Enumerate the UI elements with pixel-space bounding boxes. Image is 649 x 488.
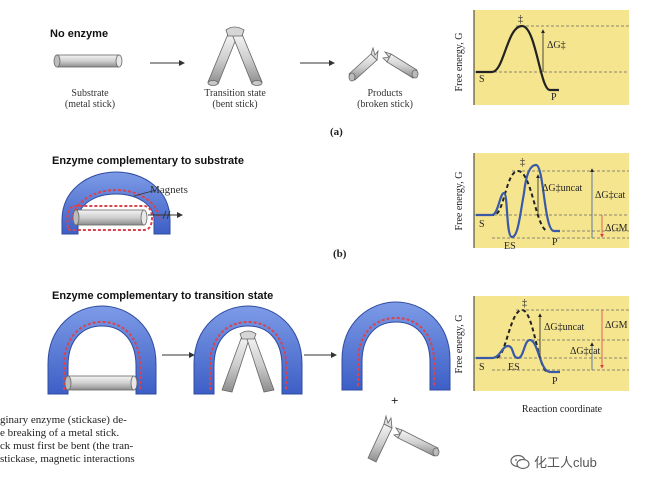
graph-a-dagger: ‡ (518, 14, 523, 25)
products-sub-label: (broken stick) (340, 99, 430, 110)
arrow-b-blocked (148, 210, 188, 220)
panel-c-heading: Enzyme complementary to transition state (52, 290, 273, 302)
graph-b-delta-uncat: ΔG‡uncat (542, 183, 583, 194)
transition-state-label: Transition state (190, 88, 280, 99)
graph-a-ylabel: Free energy, G (454, 33, 465, 92)
graph-a-p-label: P (551, 92, 557, 103)
arrow-a1 (150, 58, 190, 68)
graph-c-xlabel: Reaction coordinate (522, 404, 603, 415)
watermark: 化工人club (510, 452, 597, 471)
transition-state-sub-label: (bent stick) (190, 99, 280, 110)
caption-line-1: ginary enzyme (stickase) de- (0, 414, 127, 427)
bound-substrate-stick (76, 210, 144, 225)
watermark-text: 化工人club (534, 452, 597, 471)
graph-b-s-label: S (479, 219, 485, 230)
graph-c-dagger: ‡ (522, 298, 527, 309)
enzyme-substrate-complex (58, 170, 178, 240)
products-label: Products (340, 88, 430, 99)
graph-c-delta-uncat: ΔG‡uncat (544, 322, 585, 333)
graph-c-delta-m: ΔGM (605, 320, 628, 331)
panel-b-letter: (b) (333, 248, 346, 260)
graph-a-delta-g: ΔG‡ (547, 40, 566, 51)
substrate-stick (55, 50, 125, 72)
graph-c-delta-cat: ΔG‡cat (570, 346, 601, 357)
graph-c-p-label: P (552, 376, 558, 387)
panel-a-letter: (a) (330, 126, 343, 138)
graph-b-delta-cat: ΔG‡cat (595, 190, 626, 201)
caption-line-2: e breaking of a metal stick. (0, 427, 119, 440)
graph-b-ylabel: Free energy, G (454, 172, 465, 231)
enzyme-ts-complementary-1 (44, 304, 164, 399)
panel-a-heading: No enzyme (50, 28, 108, 40)
energy-graph-c: Free energy, G ‡ ΔG‡uncat ΔG‡cat ΔGM S E… (452, 296, 632, 416)
transition-state-stick (198, 26, 268, 88)
caption-line-3: ck must first be bent (the tran- (0, 440, 133, 453)
graph-a-s-label: S (479, 74, 485, 85)
energy-graph-b: Free energy, G ‡ ΔG‡uncat ΔG‡cat ΔGM S E… (452, 153, 632, 253)
graph-b-es-label: ES (504, 241, 516, 252)
graph-b-dagger: ‡ (520, 157, 525, 168)
enzyme-ts-complementary-2 (190, 304, 310, 399)
graph-c-es-label: ES (508, 362, 520, 373)
plus-sign: + (391, 393, 398, 409)
released-broken-stick (360, 408, 450, 463)
products-broken-stick (345, 40, 425, 85)
graph-b-delta-m: ΔGM (605, 223, 628, 234)
substrate-sub-label: (metal stick) (50, 99, 130, 110)
panel-b-heading: Enzyme complementary to substrate (52, 155, 244, 167)
substrate-label: Substrate (50, 88, 130, 99)
magnets-label: Magnets (150, 185, 188, 196)
graph-c-ylabel: Free energy, G (454, 315, 465, 374)
energy-graph-a: Free energy, G ‡ ΔG‡ S P (452, 10, 632, 115)
arrow-a2 (300, 58, 340, 68)
graph-b-p-label: P (552, 237, 558, 248)
graph-c-s-label: S (479, 362, 485, 373)
enzyme-ts-complementary-3 (338, 300, 458, 395)
wechat-icon (510, 454, 530, 470)
caption-line-4: stickase, magnetic interactions (0, 453, 135, 466)
